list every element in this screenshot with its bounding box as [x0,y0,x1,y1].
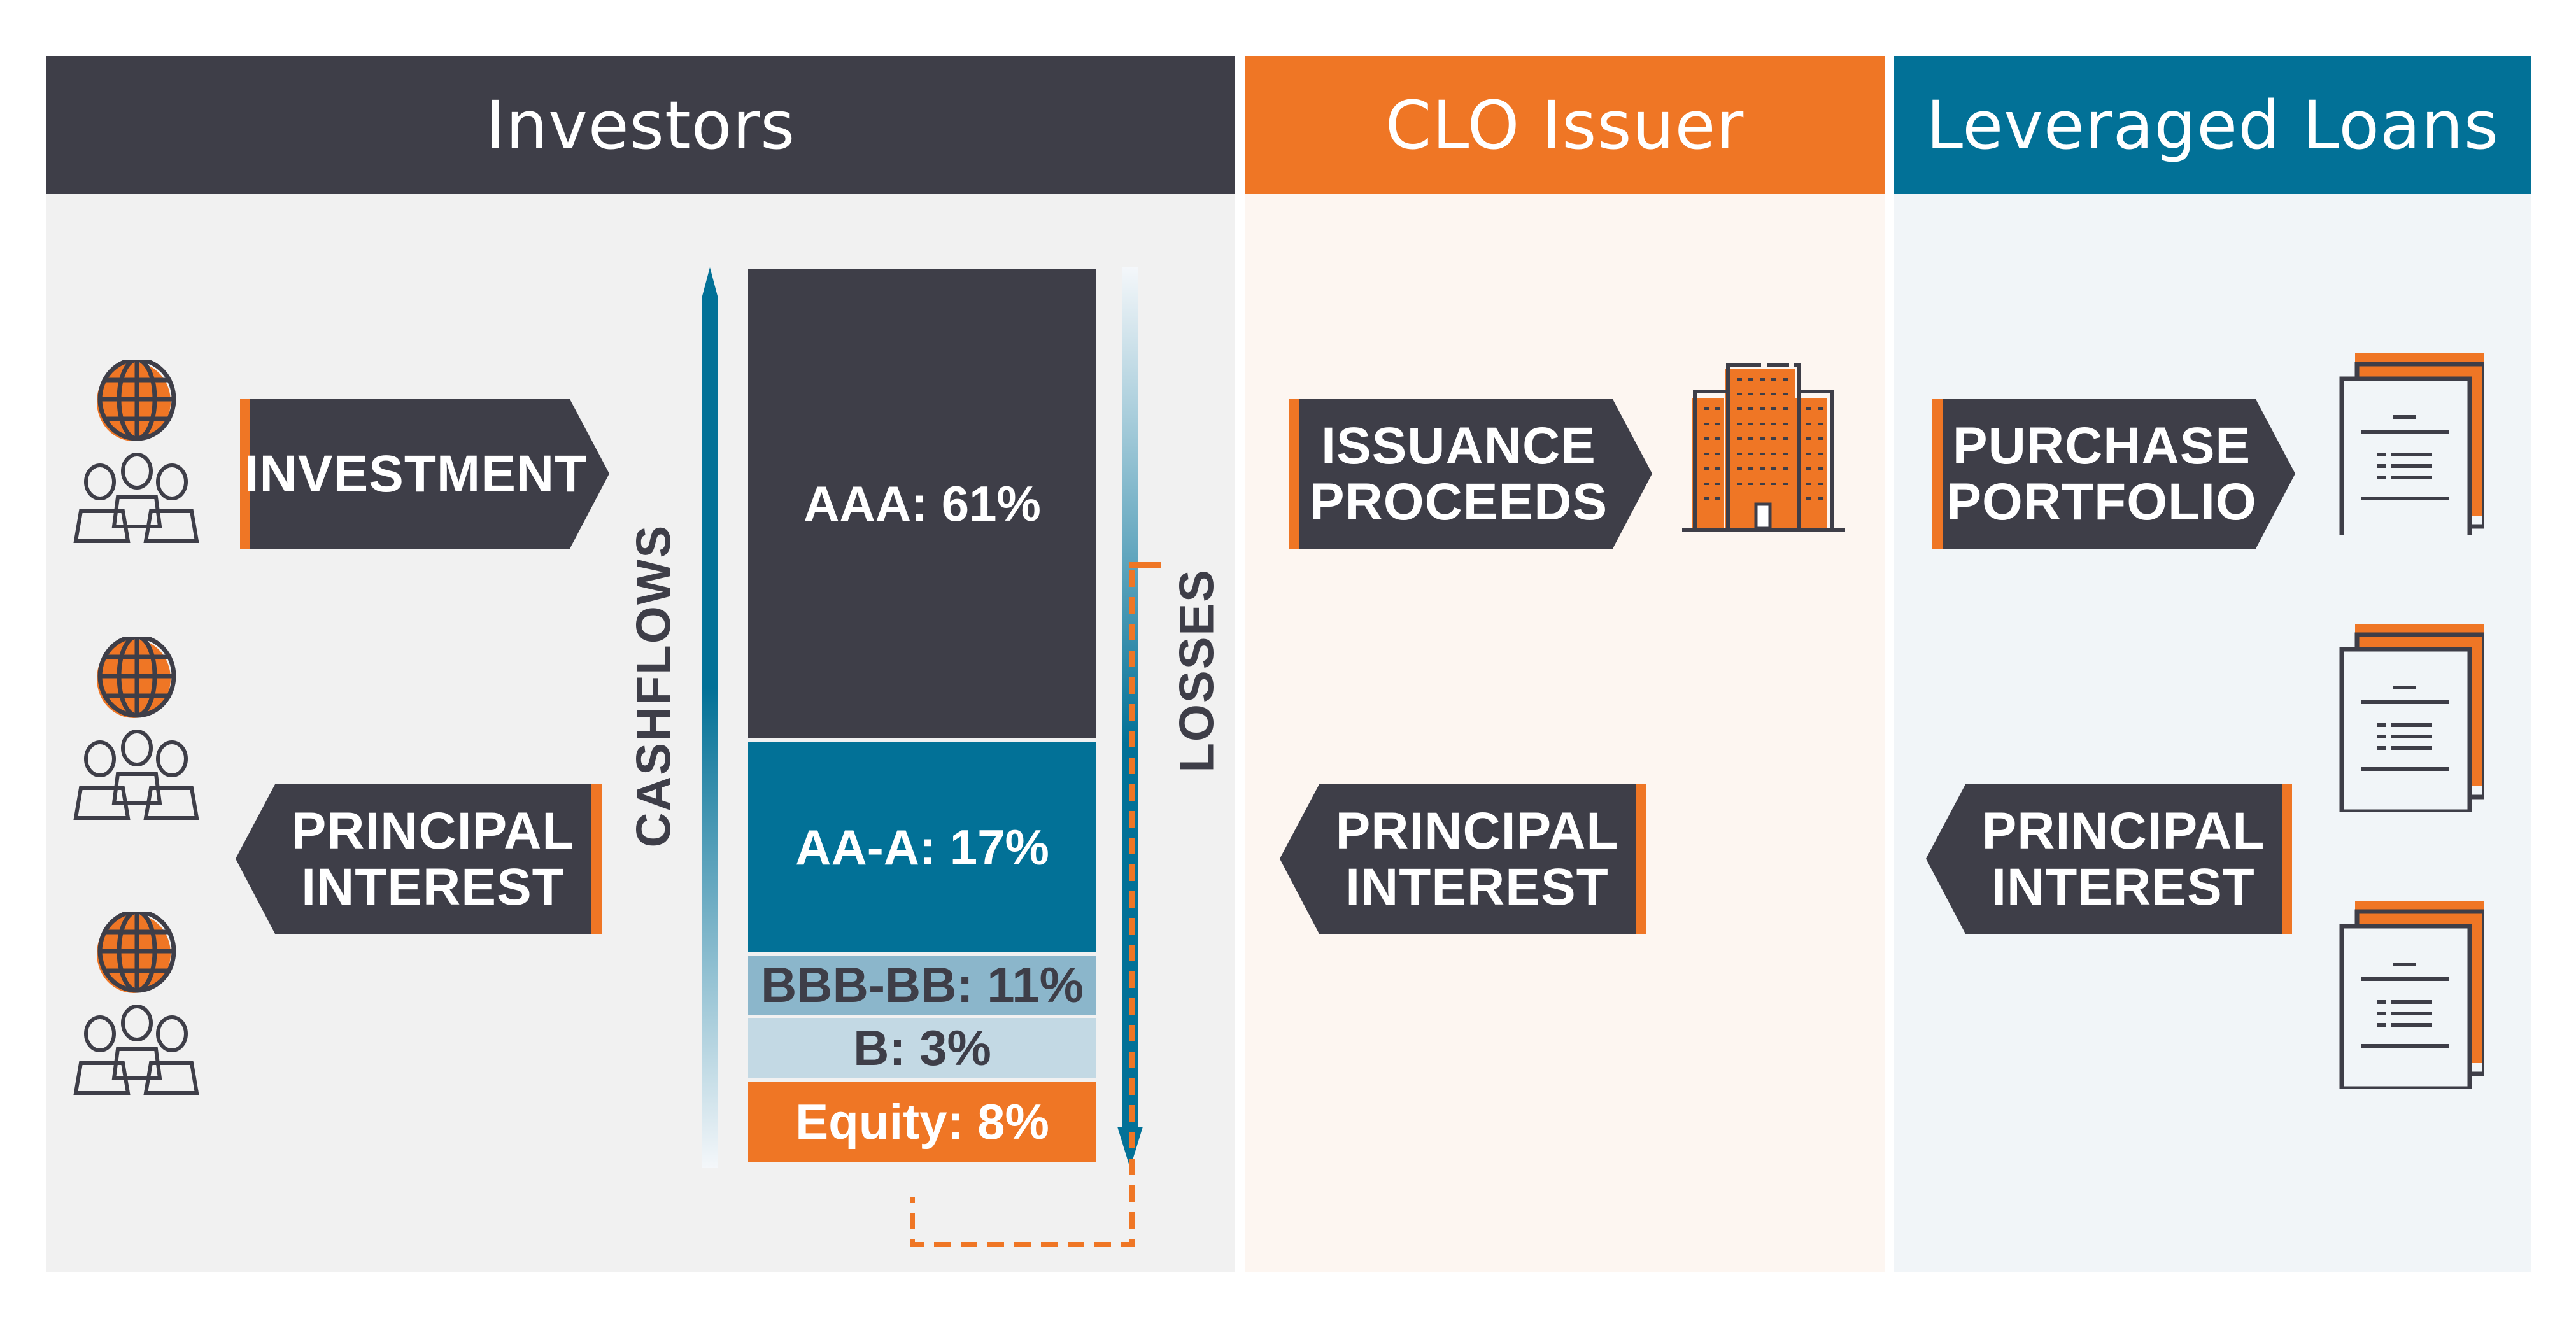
loans-principal-interest-label: PRINCIPAL INTEREST [1981,801,2265,916]
purchase-portfolio-label: PURCHASE PORTFOLIO [1946,416,2257,531]
purchase-portfolio-arrow [1932,399,2295,549]
tranche-aa-a: AA-A: 17% [748,742,1096,952]
equity-issuer-connector [910,562,1161,1247]
leveraged-loans-title: Leveraged Loans [1926,86,2499,164]
cashflows-label: CASHFLOWS [626,524,681,848]
investment-arrow [240,399,609,549]
loans-principal-interest-arrow [1926,784,2292,934]
documents-icon [2332,898,2484,1089]
tranche-bbb-bb: BBB-BB: 11% [748,956,1096,1015]
investor-group-icon [67,912,207,1096]
investors-principal-interest-arrow [236,784,602,934]
investors-title: Investors [485,86,796,164]
investor-group-icon [67,637,207,821]
leveraged-loans-header: Leveraged Loans [1894,56,2531,194]
clo-issuer-title: CLO Issuer [1385,86,1744,164]
tranche-aaa: AAA: 61% [748,269,1096,738]
clo-principal-interest-label: PRINCIPAL INTEREST [1335,801,1619,916]
office-building-icon [1682,363,1845,532]
tranche-b: B: 3% [748,1018,1096,1078]
cashflows-arrow [702,267,718,1168]
clo-issuer-header: CLO Issuer [1245,56,1885,194]
issuance-proceeds-arrow [1289,399,1652,549]
tranche-equity: Equity: 8% [748,1082,1096,1162]
issuance-proceeds-label: ISSUANCE PROCEEDS [1309,416,1608,531]
investment-label: INVESTMENT [244,444,588,503]
investors-header: Investors [46,56,1235,194]
clo-principal-interest-arrow [1280,784,1646,934]
investor-group-icon [73,360,199,543]
documents-icon [2339,353,2484,535]
documents-icon [2332,621,2484,812]
investors-principal-interest-label: PRINCIPAL INTEREST [291,801,575,916]
